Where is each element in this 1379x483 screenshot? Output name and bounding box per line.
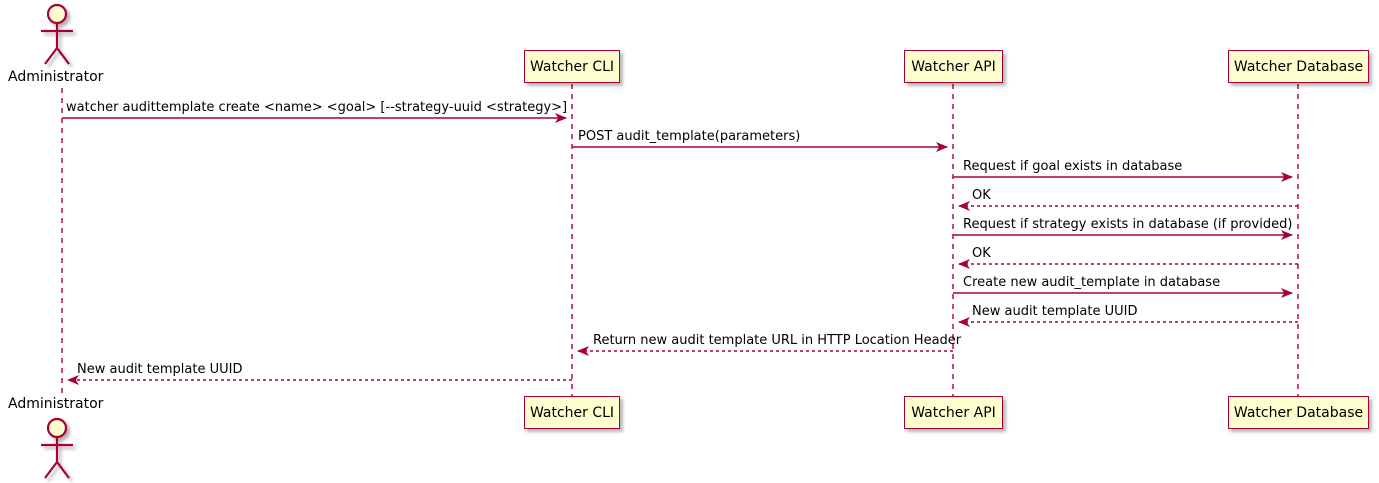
- participant-label: Watcher Database: [1233, 58, 1364, 75]
- participant-watcher-database-top[interactable]: Watcher Database: [1228, 50, 1369, 83]
- message-label-1: watcher audittemplate create <name> <goa…: [66, 101, 567, 114]
- participant-watcher-database-bottom[interactable]: Watcher Database: [1228, 396, 1369, 429]
- message-text: OK: [972, 246, 991, 261]
- participant-watcher-cli-bottom[interactable]: Watcher CLI: [524, 396, 620, 429]
- message-text: Request if strategy exists in database (…: [963, 217, 1293, 232]
- participant-administrator-bottom-label[interactable]: Administrator: [8, 397, 103, 411]
- message-label-7: Create new audit_template in database: [963, 276, 1220, 289]
- message-text: OK: [972, 188, 991, 203]
- message-text: Return new audit template URL in HTTP Lo…: [593, 333, 962, 348]
- message-label-4: OK: [972, 189, 991, 202]
- message-text: watcher audittemplate create <name> <goa…: [66, 100, 568, 115]
- participant-watcher-api-top[interactable]: Watcher API: [904, 50, 1003, 83]
- participant-label: Watcher CLI: [529, 404, 615, 421]
- message-text: New audit template UUID: [972, 304, 1138, 319]
- message-label-8: New audit template UUID: [972, 305, 1137, 318]
- message-label-10: New audit template UUID: [77, 363, 242, 376]
- participant-label: Watcher API: [911, 58, 996, 75]
- message-label-6: OK: [972, 247, 991, 260]
- actor-figure-bottom: [41, 417, 73, 479]
- message-label-5: Request if strategy exists in database (…: [963, 218, 1292, 231]
- actor-figure-top: [41, 3, 73, 65]
- message-text: Request if goal exists in database: [963, 159, 1183, 174]
- lifelines: [61, 84, 1299, 396]
- message-text: POST audit_template(parameters): [578, 129, 801, 144]
- participant-label: Watcher API: [911, 404, 996, 421]
- participant-watcher-api-bottom[interactable]: Watcher API: [904, 396, 1003, 429]
- participant-label: Watcher Database: [1233, 404, 1364, 421]
- message-label-9: Return new audit template URL in HTTP Lo…: [593, 334, 961, 347]
- participant-administrator-top-label[interactable]: Administrator: [8, 70, 103, 84]
- message-label-3: Request if goal exists in database: [963, 160, 1182, 173]
- participant-label: Watcher CLI: [529, 58, 615, 75]
- message-label-2: POST audit_template(parameters): [578, 130, 800, 143]
- message-text: New audit template UUID: [77, 362, 243, 377]
- message-arrows: [62, 113, 1298, 385]
- actor-label-text: Administrator: [8, 69, 104, 85]
- participant-watcher-cli-top[interactable]: Watcher CLI: [524, 50, 620, 83]
- message-text: Create new audit_template in database: [963, 275, 1221, 290]
- actor-label-text: Administrator: [8, 396, 104, 412]
